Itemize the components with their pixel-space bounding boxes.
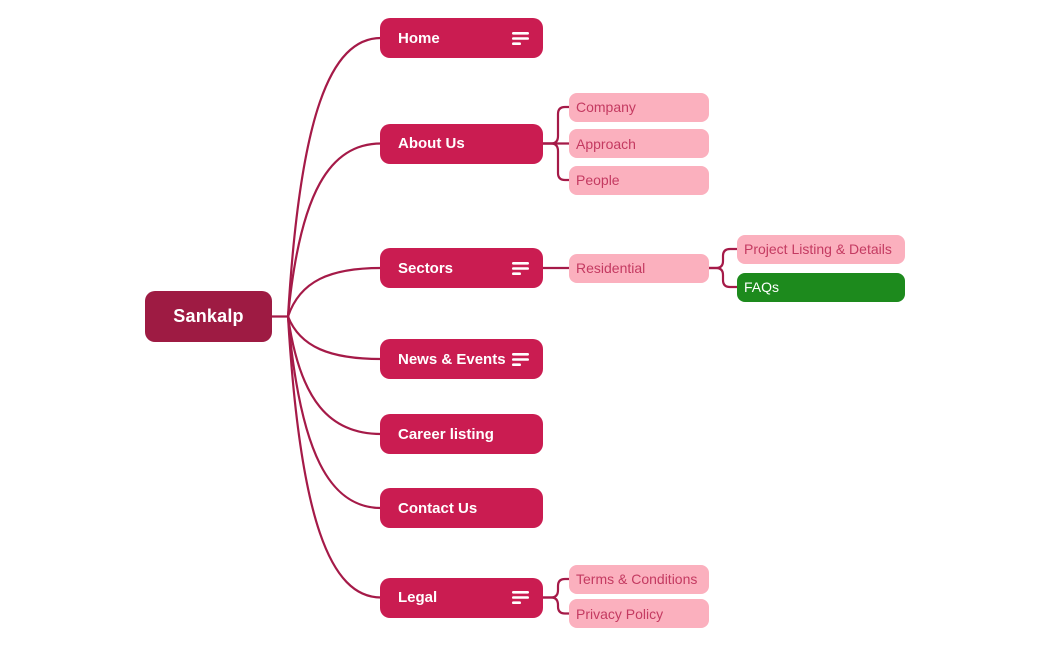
node-terms-conditions-label: Terms & Conditions: [576, 571, 698, 587]
node-people[interactable]: People: [569, 165, 709, 195]
node-company[interactable]: Company: [569, 92, 709, 122]
node-about-us[interactable]: About Us: [380, 123, 543, 164]
node-residential[interactable]: Residential: [569, 253, 709, 283]
node-about-us-label: About Us: [398, 135, 465, 152]
node-faqs-label: FAQs: [744, 279, 780, 295]
node-terms-conditions[interactable]: Terms & Conditions: [569, 564, 709, 594]
node-approach[interactable]: Approach: [569, 129, 709, 158]
node-home-label: Home: [398, 29, 440, 47]
node-sankalp[interactable]: Sankalp: [145, 291, 272, 342]
node-home[interactable]: Home: [380, 18, 543, 58]
node-career-listing[interactable]: Career listing: [380, 414, 543, 454]
node-sankalp-label: Sankalp: [173, 306, 244, 326]
node-legal[interactable]: Legal: [380, 577, 543, 618]
node-legal-label: Legal: [398, 589, 438, 606]
list-icon: [512, 352, 529, 366]
node-approach-label: Approach: [576, 135, 636, 152]
node-contact-us-label: Contact Us: [398, 499, 478, 517]
list-icon: [512, 31, 529, 45]
node-project-listing-details[interactable]: Project Listing & Details: [737, 234, 905, 264]
node-privacy-policy[interactable]: Privacy Policy: [569, 599, 709, 628]
list-icon: [512, 591, 529, 604]
node-privacy-policy-label: Privacy Policy: [576, 605, 664, 622]
node-career-listing-label: Career listing: [398, 425, 494, 443]
node-people-label: People: [576, 172, 620, 188]
node-company-label: Company: [576, 99, 636, 115]
node-news-events-label: News & Events: [398, 350, 506, 368]
node-contact-us[interactable]: Contact Us: [380, 488, 543, 528]
node-news-events[interactable]: News & Events: [380, 339, 543, 379]
node-sectors[interactable]: Sectors: [380, 248, 543, 288]
list-icon: [512, 261, 529, 275]
node-faqs[interactable]: FAQs: [737, 272, 905, 302]
node-project-listing-details-label: Project Listing & Details: [744, 241, 892, 257]
node-sectors-label: Sectors: [398, 259, 454, 277]
node-residential-label: Residential: [576, 260, 646, 276]
